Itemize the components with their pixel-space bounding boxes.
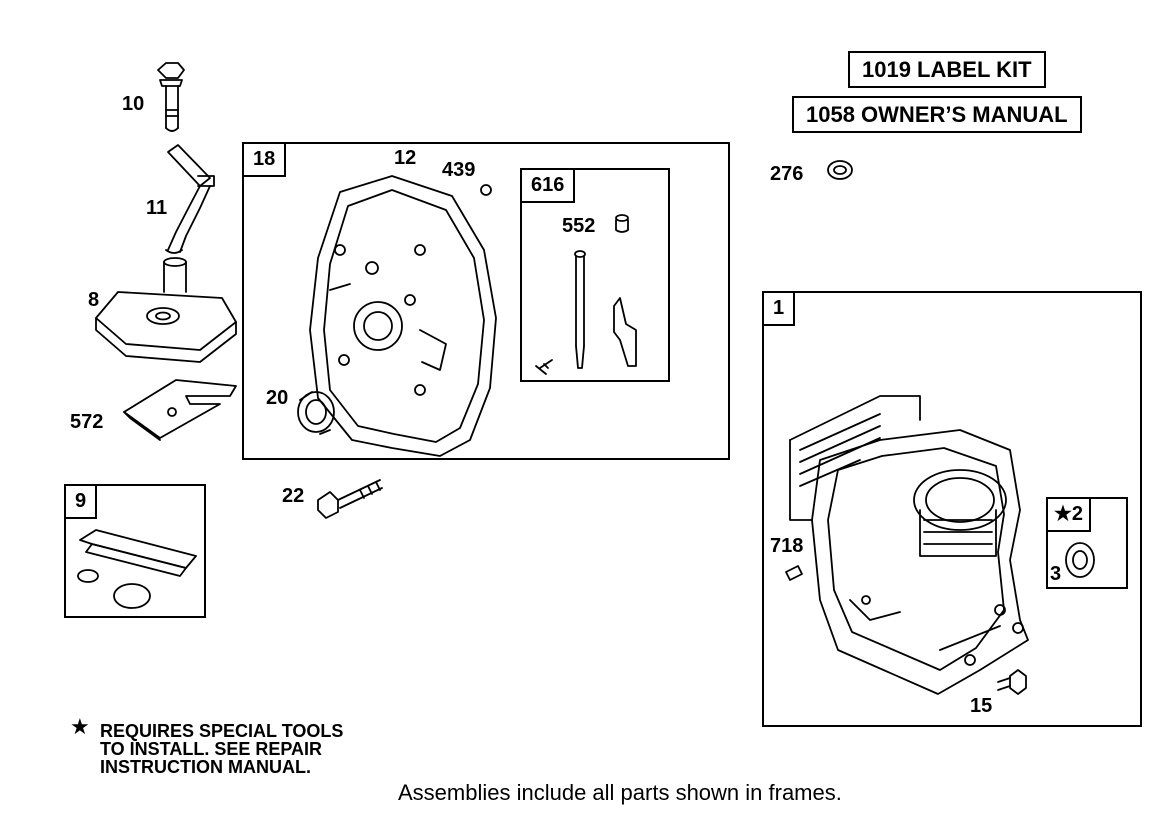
- part-label-22: 22: [282, 485, 305, 507]
- special-tools-star-icon: ★: [70, 714, 90, 739]
- frame-1: 1: [762, 291, 1142, 727]
- dowel-pin-drawing: [785, 565, 803, 581]
- part-label-20: 20: [266, 387, 289, 409]
- part-label-572: 572: [70, 411, 104, 433]
- cylinder-block-drawing: [789, 395, 1029, 695]
- note-line-1: REQUIRES SPECIAL TOOLS: [100, 721, 344, 741]
- part-label-12: 12: [394, 147, 417, 169]
- frame-2-tag: ★2: [1046, 497, 1092, 532]
- part-label-3: 3: [1050, 563, 1062, 585]
- part-label-552: 552: [562, 215, 596, 237]
- shield-plate-drawing: [123, 379, 237, 441]
- oil-seal-drawing: [297, 391, 335, 435]
- governor-parts-drawing: [535, 214, 637, 375]
- frame-9: 9: [64, 484, 206, 618]
- oil-seal-small-drawing: [1065, 542, 1095, 578]
- gasket-set-drawing: [77, 529, 197, 609]
- washer-drawing: [827, 160, 853, 180]
- note-line-3: INSTRUCTION MANUAL.: [100, 757, 311, 777]
- frame-18-tag: 18: [242, 142, 287, 177]
- part-label-718: 718: [770, 535, 804, 557]
- breather-tube-drawing: [165, 144, 215, 254]
- breather-cover-drawing: [95, 257, 237, 363]
- frame-9-tag: 9: [64, 484, 98, 519]
- frame-616-tag: 616: [520, 168, 576, 203]
- frame-18: 18: [242, 142, 730, 460]
- label-kit-box: 1019 LABEL KIT: [848, 51, 1046, 88]
- frame-2: ★2: [1046, 497, 1128, 589]
- part-label-15: 15: [970, 695, 993, 717]
- part-label-276: 276: [770, 163, 804, 185]
- drain-plug-drawing: [997, 669, 1027, 695]
- part-label-11: 11: [146, 197, 168, 219]
- special-tools-note: REQUIRES SPECIAL TOOLS TO INSTALL. SEE R…: [100, 722, 343, 776]
- part-label-10: 10: [122, 93, 145, 115]
- frame-1-tag: 1: [762, 291, 796, 326]
- part-label-8: 8: [88, 289, 100, 311]
- assemblies-footnote: Assemblies include all parts shown in fr…: [398, 780, 842, 805]
- part-label-439: 439: [442, 159, 476, 181]
- crankcase-cover-drawing: [309, 175, 497, 457]
- owners-manual-text: 1058 OWNER’S MANUAL: [806, 102, 1068, 127]
- note-line-2: TO INSTALL. SEE REPAIR: [100, 739, 323, 759]
- frame-616: 616: [520, 168, 670, 382]
- label-kit-text: 1019 LABEL KIT: [862, 57, 1032, 82]
- dipstick-bolt-drawing: [157, 62, 185, 132]
- owners-manual-box: 1058 OWNER’S MANUAL: [792, 96, 1082, 133]
- flange-bolt-drawing: [317, 479, 383, 519]
